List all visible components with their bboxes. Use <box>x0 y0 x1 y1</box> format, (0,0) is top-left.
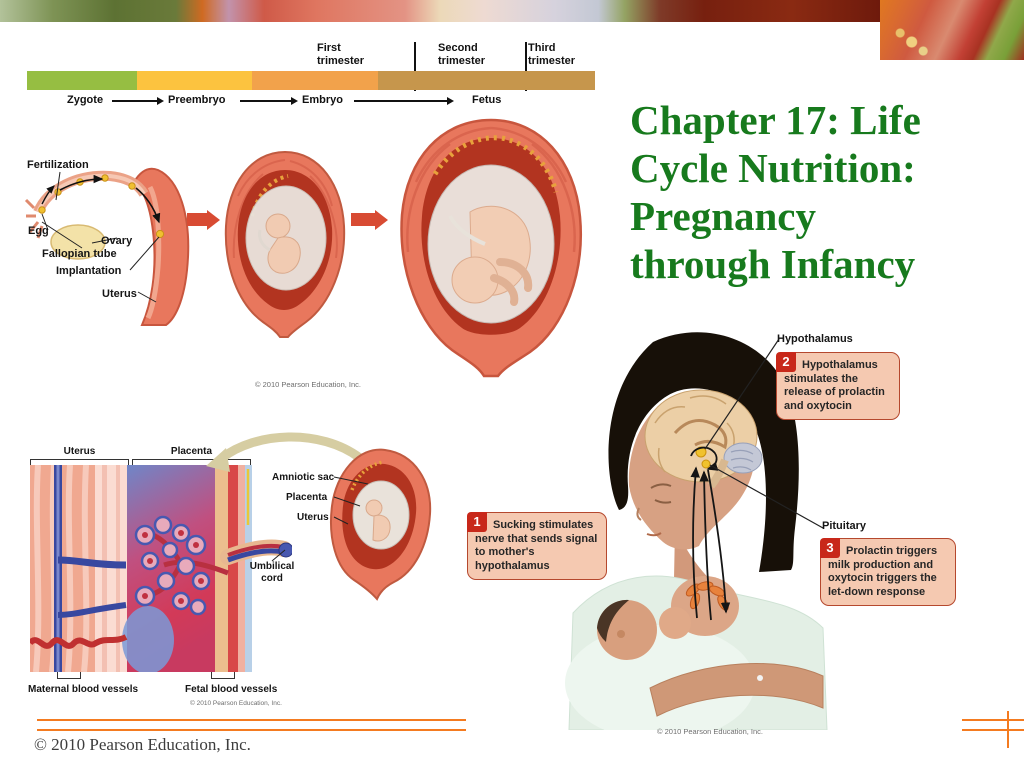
bracket-icon <box>132 459 251 466</box>
uterus-embryo-illustration <box>224 150 346 338</box>
title-line: Chapter 17: Life <box>630 97 921 143</box>
placenta-label: Placenta <box>286 492 328 503</box>
bracket-icon <box>57 672 81 679</box>
stage-label-embryo: Embryo <box>302 94 343 106</box>
stage-label-preembryo: Preembryo <box>168 94 226 106</box>
timeline-segment-preembryo <box>137 71 252 90</box>
title-line: through Infancy <box>630 241 916 287</box>
bracket-icon <box>30 459 129 466</box>
figure-credit: © 2010 Pearson Education, Inc. <box>657 727 764 736</box>
stage-arrow-icon <box>354 97 454 105</box>
uterus-bracket-label: Uterus <box>63 446 96 457</box>
trimester-divider <box>414 42 416 91</box>
trimester-divider <box>525 42 527 91</box>
title-line: Pregnancy <box>630 193 817 239</box>
callout-step-2: 2 Hypothalamus stimulates the release of… <box>776 352 900 420</box>
callout-text: Hypothalamus stimulates the release of p… <box>784 359 885 412</box>
sequence-arrow-icon <box>187 213 207 226</box>
divider-rule <box>1007 711 1009 748</box>
breastfeeding-illustration <box>565 332 828 730</box>
hypothalamus-label: Hypothalamus <box>777 333 853 345</box>
placenta-bracket-label: Placenta <box>170 446 213 457</box>
step-number-badge: 2 <box>776 352 796 372</box>
bracket-icon <box>211 672 235 679</box>
second-trimester-label: Second trimester <box>438 42 486 67</box>
step-number-badge: 1 <box>467 512 487 532</box>
figure-credit: © 2010 Pearson Education, Inc. <box>190 700 282 707</box>
umbilical-cord-label: Umbilical cord <box>249 561 295 584</box>
fallopian-tube-label: Fallopian tube <box>42 248 117 260</box>
first-trimester-label: First trimester <box>317 42 365 67</box>
page-title: Chapter 17: Life Cycle Nutrition: Pregna… <box>630 96 1022 288</box>
timeline-segment-embryo <box>252 71 378 90</box>
timeline-segment-fetus <box>378 71 595 90</box>
fallopian-tube-ovary-illustration <box>24 167 190 326</box>
figure-credit: © 2010 Pearson Education, Inc. <box>255 380 362 389</box>
callout-step-1: 1 Sucking stimulates nerve that sends si… <box>467 512 607 580</box>
third-trimester-label: Third trimester <box>528 42 576 67</box>
divider-rule <box>962 719 1024 721</box>
pituitary-label: Pituitary <box>822 520 867 532</box>
stage-label-zygote: Zygote <box>67 94 104 106</box>
stage-arrow-icon <box>240 97 298 105</box>
tomato-photo-block <box>880 0 1024 60</box>
divider-rule <box>962 729 1024 731</box>
sequence-arrow-icon <box>351 213 375 226</box>
vegetable-photo-strip <box>0 0 880 22</box>
callout-text: Sucking stimulates nerve that sends sign… <box>475 519 598 572</box>
egg-label: Egg <box>28 225 49 237</box>
callout-step-3: 3 Prolactin triggers milk production and… <box>820 538 956 606</box>
amniotic-sac-label: Amniotic sac <box>272 472 335 483</box>
uterus-inset-label: Uterus <box>297 512 329 523</box>
callout-text: Prolactin triggers milk production and o… <box>828 545 938 598</box>
uterus-fetus-illustration <box>400 118 582 378</box>
divider-rule <box>37 719 466 721</box>
fetal-vessels-label: Fetal blood vessels <box>185 684 278 695</box>
slide-copyright: © 2010 Pearson Education, Inc. <box>34 735 251 754</box>
placenta-cross-section-illustration <box>30 465 292 672</box>
fertilization-label: Fertilization <box>27 159 89 171</box>
stage-arrow-icon <box>112 97 164 105</box>
implantation-label: Implantation <box>56 265 122 277</box>
stage-label-fetus: Fetus <box>472 94 502 106</box>
title-line: Cycle Nutrition: <box>630 145 916 191</box>
ovary-label: Ovary <box>101 235 133 247</box>
uterus-label: Uterus <box>102 288 137 300</box>
divider-rule <box>37 729 466 731</box>
maternal-vessels-label: Maternal blood vessels <box>28 684 139 695</box>
timeline-segment-zygote <box>27 71 137 90</box>
uterus-inset-illustration <box>206 432 432 601</box>
step-number-badge: 3 <box>820 538 840 558</box>
